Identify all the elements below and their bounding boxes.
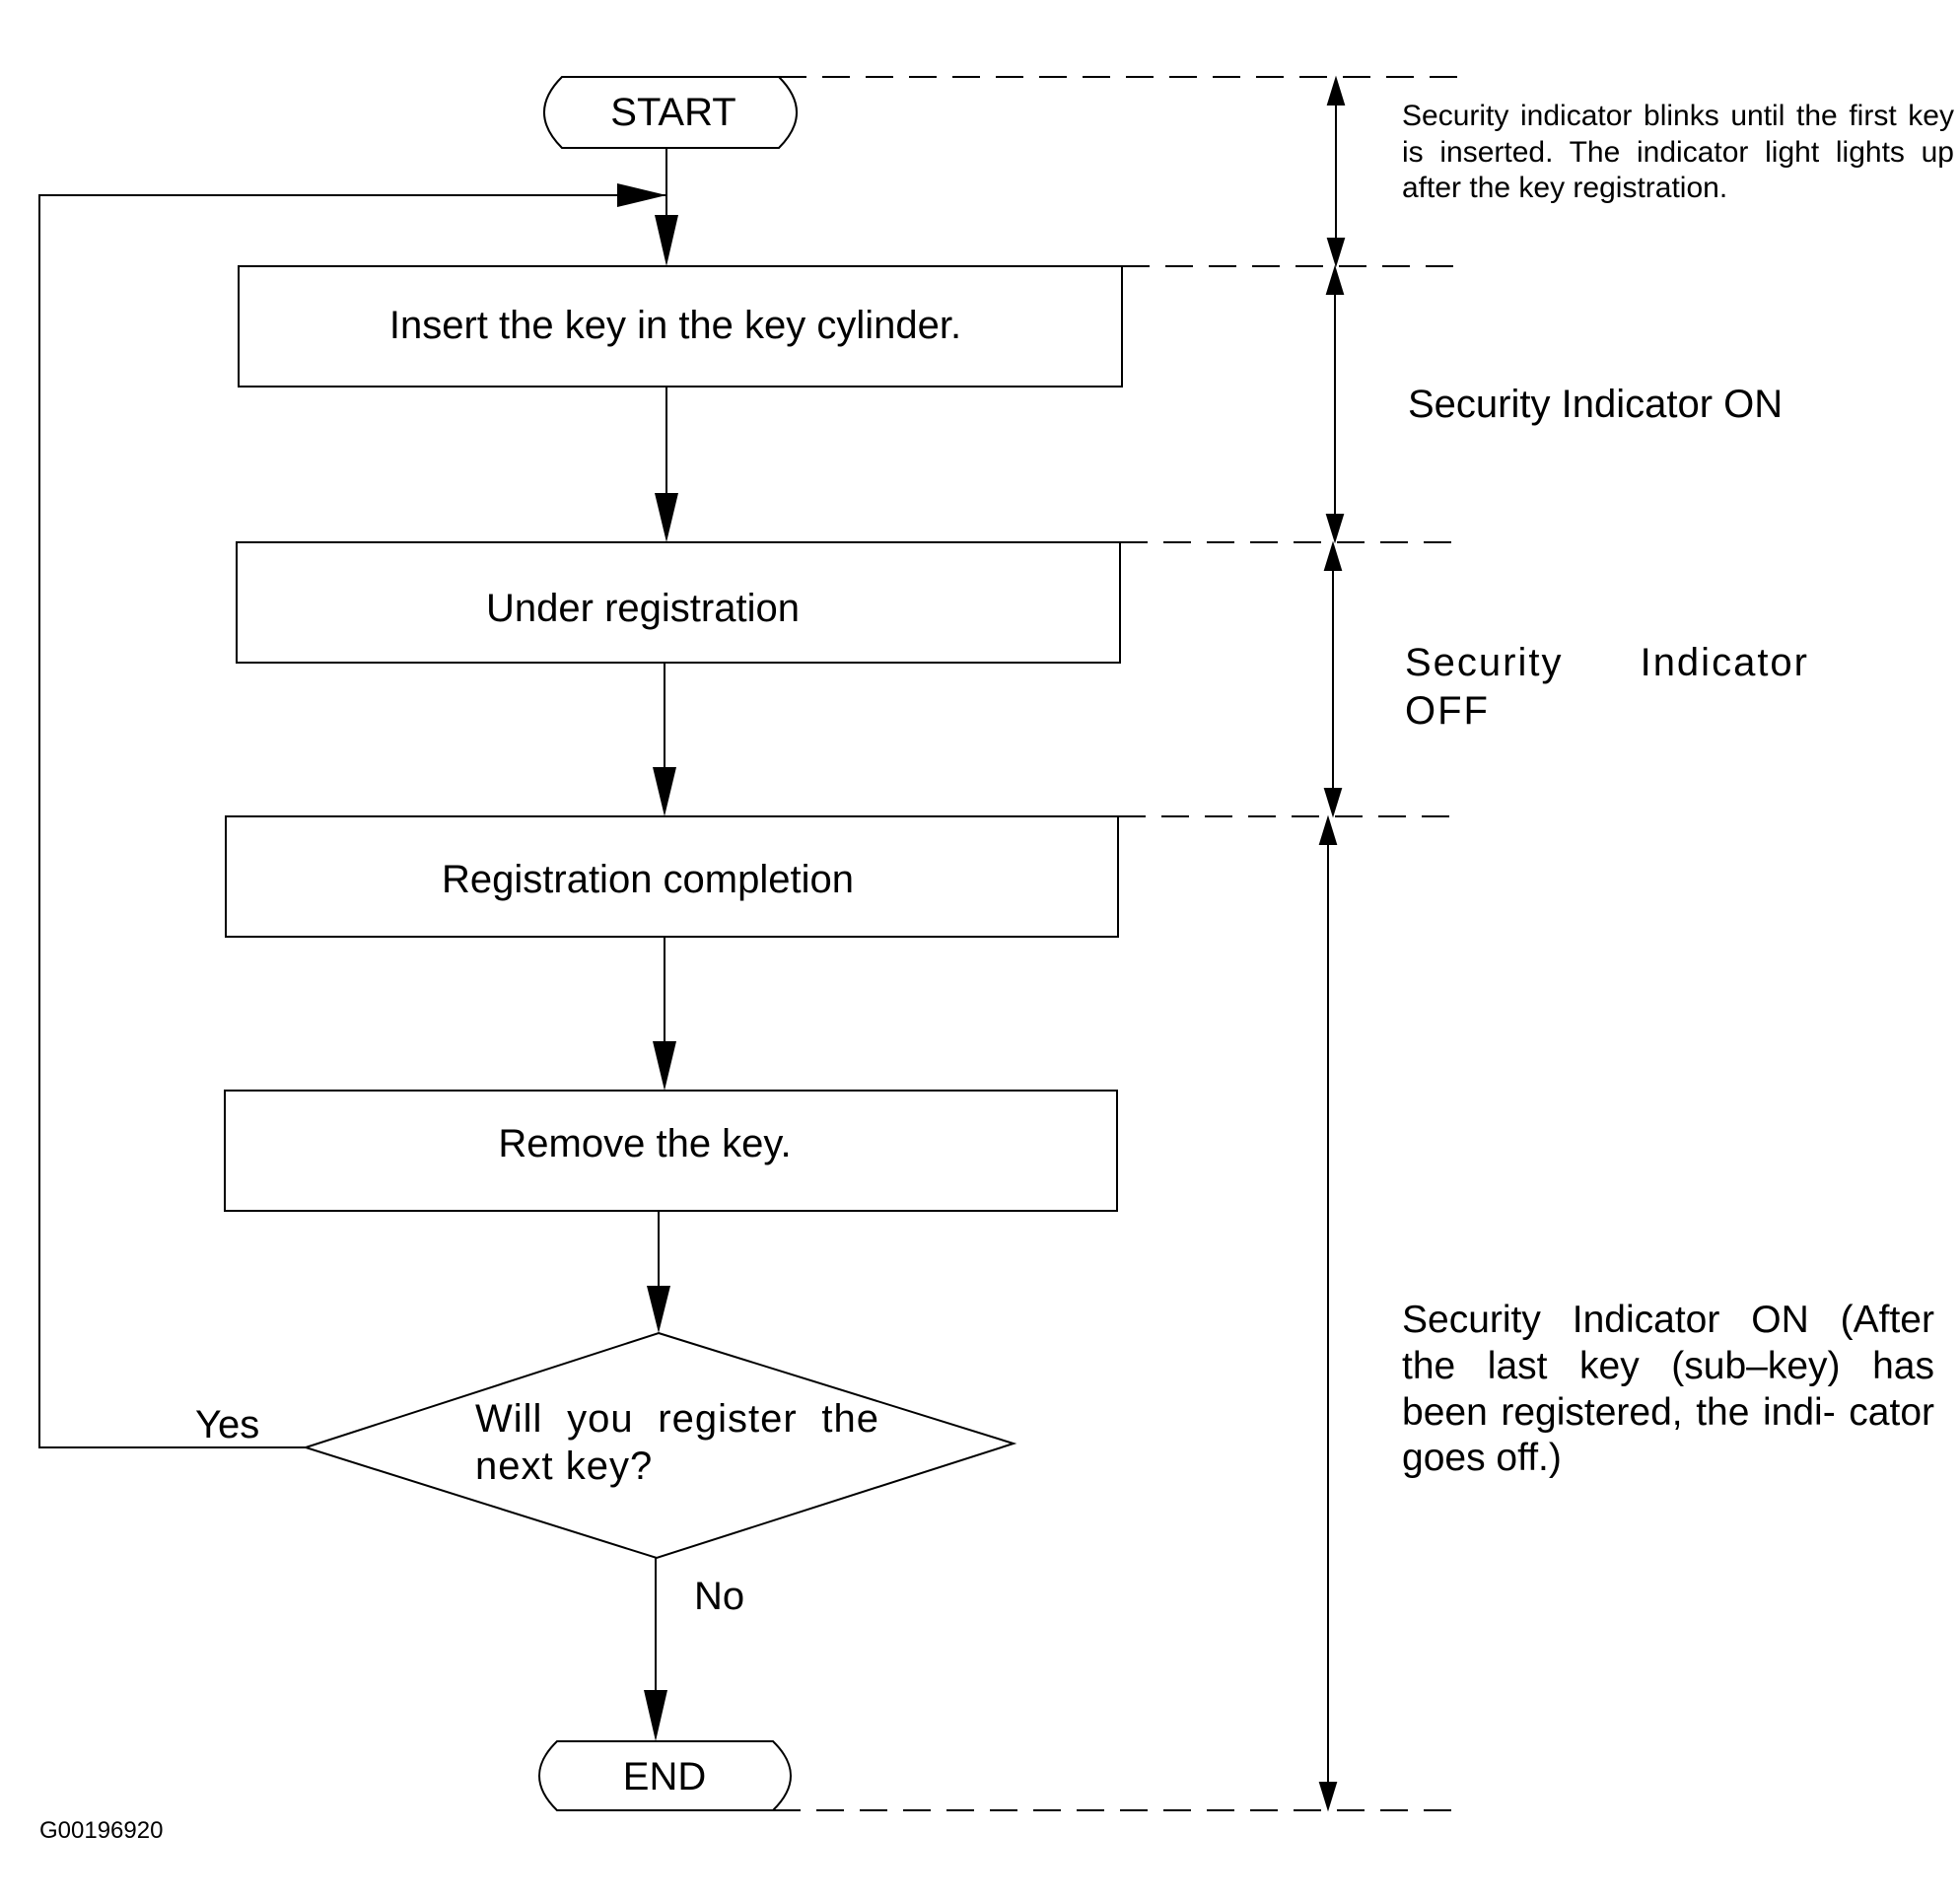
step-remove-key: Remove the key.: [224, 1090, 1118, 1212]
phase-boundaries: [773, 76, 1461, 1811]
step-under-registration-label: Under registration: [486, 587, 800, 630]
step-registration-completion: Registration completion: [225, 815, 1119, 938]
connector-step-1-to-step-2: [655, 387, 678, 542]
indicator-note-on-final: Security Indicator ON (After the last ke…: [1402, 1299, 1934, 1480]
no-label: No: [694, 1575, 744, 1618]
start-terminal: START: [543, 76, 798, 149]
decision-question: Will you register the next key?: [475, 1397, 879, 1488]
end-terminal: END: [538, 1740, 792, 1811]
no-connector: No: [644, 1558, 744, 1741]
step-under-registration: Under registration: [236, 541, 1121, 664]
connector-step-2-to-step-3: [653, 663, 676, 816]
step-insert-key: Insert the key in the key cylinder.: [238, 265, 1123, 388]
connector-start-to-step-1: [655, 148, 678, 266]
end-label: END: [623, 1755, 706, 1798]
step-registration-completion-label: Registration completion: [442, 858, 854, 901]
phase-span-arrows: [1318, 75, 1346, 1812]
step-insert-key-label: Insert the key in the key cylinder.: [389, 304, 961, 347]
indicator-note-on: Security Indicator ON: [1408, 383, 1784, 426]
indicator-note-blinking: Security indicator blinks until the firs…: [1402, 100, 1954, 205]
indicator-note-off: Security Indicator OFF: [1405, 641, 1809, 733]
figure-id: G00196920: [39, 1817, 164, 1844]
yes-loop-connector: Yes: [38, 183, 666, 1448]
yes-label: Yes: [195, 1403, 259, 1446]
connector-step-4-to-decision: [647, 1211, 670, 1333]
start-label: START: [610, 91, 735, 134]
step-remove-key-label: Remove the key.: [498, 1122, 791, 1165]
connector-step-3-to-step-4: [653, 937, 676, 1091]
